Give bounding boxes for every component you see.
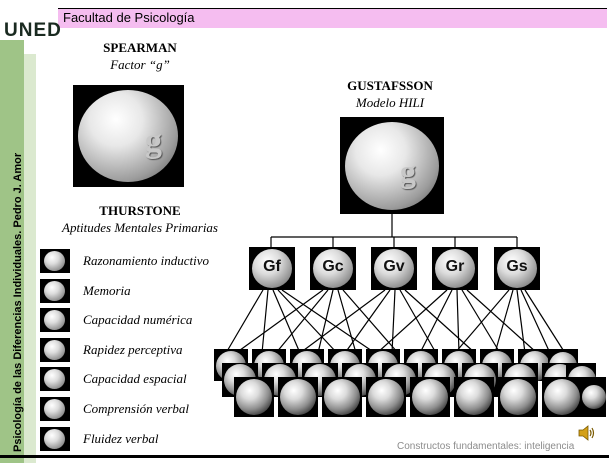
factor-label: Gv xyxy=(383,258,405,275)
ability-label: Capacidad espacial xyxy=(83,371,187,386)
factor-gv: Gv xyxy=(371,247,417,290)
ability-icon xyxy=(40,279,70,303)
ability-icon xyxy=(40,249,70,273)
ability-label: Memoria xyxy=(83,283,131,298)
faculty-label: Facultad de Psicología xyxy=(63,10,195,25)
ability-icon xyxy=(40,338,70,362)
ability-icon xyxy=(40,308,70,332)
factor-gr: Gr xyxy=(432,247,478,290)
thurstone-subtitle: Aptitudes Mentales Primarias xyxy=(62,220,218,235)
speaker-icon[interactable] xyxy=(578,425,596,441)
spearman-title: SPEARMAN xyxy=(103,40,177,55)
factor-label: Gr xyxy=(445,258,465,275)
thurstone-title: THURSTONE xyxy=(99,203,181,218)
ability-icon xyxy=(40,397,70,421)
factor-label: Gc xyxy=(322,258,344,275)
factor-gs: Gs xyxy=(494,247,540,290)
g-letter: g xyxy=(145,123,162,160)
uned-logo: UNED xyxy=(4,20,62,41)
bottom-rule xyxy=(0,455,609,458)
factor-label: Gs xyxy=(506,258,528,275)
ability-label: Fluidez verbal xyxy=(83,431,159,446)
factor-gf: Gf xyxy=(249,247,295,290)
ability-icon xyxy=(40,427,70,451)
spearman-sphere-image: g xyxy=(73,85,184,187)
g-sphere xyxy=(345,122,439,210)
ability-label: Rapidez perceptiva xyxy=(83,342,183,357)
ability-label: Capacidad numérica xyxy=(83,312,193,327)
sidebar-inner xyxy=(24,54,36,463)
title-bar xyxy=(58,8,607,28)
sidebar xyxy=(0,40,24,463)
gustafsson-subtitle: Modelo HILI xyxy=(355,95,425,110)
ability-label: Comprensión verbal xyxy=(83,401,190,416)
ability-label: Razonamiento inductivo xyxy=(83,253,210,268)
spearman-subtitle: Factor “g” xyxy=(110,57,170,72)
factor-label: Gf xyxy=(263,258,281,275)
g-sphere xyxy=(78,90,178,182)
g-letter: g xyxy=(400,153,416,189)
factor-gc: Gc xyxy=(310,247,356,290)
gustafsson-title: GUSTAFSSON xyxy=(347,78,433,93)
gustafsson-sphere-image: g xyxy=(340,117,444,214)
ability-icon xyxy=(40,367,70,391)
footer-text: Constructos fundamentales: inteligencia xyxy=(397,441,575,452)
